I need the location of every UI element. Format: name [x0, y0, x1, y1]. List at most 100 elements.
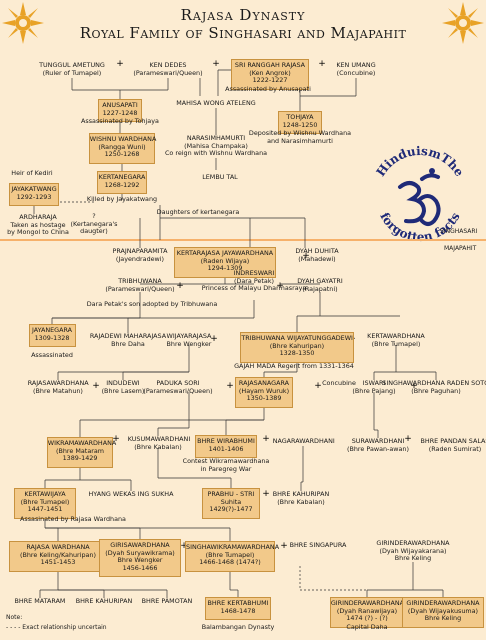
person-iswari: ISWARI(Bhre Pajang): [346, 379, 403, 395]
person-kertawardhana: KERTAWARDHANA(Bhre Tumapel): [366, 332, 427, 348]
person-line: BHRE WIRABHUMI: [197, 437, 255, 445]
person-line: (Dyah Wijayakusuma): [407, 606, 479, 615]
person-line: 1248-1250: [282, 120, 318, 129]
person-line: Balambangan Dynasty: [201, 623, 275, 631]
person-concubine: Concubine: [318, 379, 359, 388]
person-line: Assassinated: [31, 351, 73, 359]
person-line: TUNGGUL AMETUNG: [39, 61, 105, 69]
marriage-plus-icon: +: [210, 334, 218, 344]
person-line: 1294-1309: [207, 264, 243, 273]
marriage-plus-icon: +: [276, 281, 284, 291]
person-capital: Capital Daha: [341, 623, 394, 632]
person-line: 1474 (?) - (?): [346, 614, 388, 623]
person-line: RAJADEWI MAHARAJASA: [89, 332, 167, 340]
person-line: 1401-1406: [208, 444, 244, 453]
person-line: Dara Petak's son adopted by Tribhuwana: [86, 300, 218, 308]
person-line: NAGARAWARDHANI: [272, 437, 335, 445]
person-line: 1309-1328: [34, 333, 70, 342]
person-line: Assassinated by Anusapati: [225, 85, 311, 93]
person-singhawikrama: SINGHAWIKRAMAWARDHANA(Bhre Tumapel)1466-…: [186, 543, 280, 567]
person-line: (Kertanegara's: [70, 219, 118, 228]
region-separator: [0, 239, 486, 241]
person-angrok: SRI RANGGAH RAJASA(Ken Angrok)1222-1227: [232, 61, 308, 85]
person-line: PRABHU - STRI: [207, 490, 255, 498]
person-paduka: PADUKA SORI(Parameswari/Queen): [138, 379, 218, 395]
person-line: Bhre Keling: [424, 614, 462, 623]
person-tribhuwana: TRIBHUWANA WIJAYATUNGGADEWI(Bhre Kahurip…: [241, 334, 353, 358]
person-heir: Heir of Kediri: [2, 169, 63, 178]
person-box-girindera1: [329, 597, 405, 628]
person-surawardhani: SURAWARDHANI(Bhre Pawan-awan): [342, 437, 414, 453]
person-line: 1268-1292: [104, 180, 140, 189]
person-line: (Bhre Paguhan): [411, 386, 461, 395]
person-line: Contest Wikramawardhana: [182, 457, 270, 465]
person-indudewi: INDUDEWI(Bhre Lasem): [97, 379, 150, 395]
person-line: Co reign with Wishnu Wardhana: [164, 149, 268, 158]
person-line: Suhita: [220, 497, 242, 506]
person-line: Heir of Kediri: [11, 169, 53, 177]
sun-emblem-right-icon: [442, 2, 484, 44]
person-kertawijaya_note: Assasinated by Rajasa Wardhana: [12, 515, 135, 524]
person-girindera1: GIRINDERAWARDHANA(Dyah Ranawijaya)1474 (…: [331, 599, 404, 623]
person-box-wikramawardhana: [46, 437, 114, 468]
person-line: GIRINDERAWARDHANA: [406, 599, 480, 607]
person-box-wirabhumi: [194, 435, 258, 459]
person-line: Daughters of kertanegara: [156, 208, 240, 216]
marriage-plus-icon: +: [212, 59, 220, 69]
person-box-jayakatwang: [8, 183, 60, 207]
person-line: Bhre Wengker: [166, 339, 212, 348]
person-line: (Rajapatni): [302, 284, 338, 293]
person-line: RAJASA WARDHANA: [26, 543, 90, 551]
person-line: ARDHARAJA: [19, 213, 57, 221]
chart-subtitle: Royal Family of Singhasari and Majapahit: [79, 24, 407, 42]
person-line: SRI RANGGAH RAJASA: [234, 61, 306, 69]
person-line: (Bhre Tumapel): [371, 339, 421, 348]
person-line: (Bhre Lasem): [101, 386, 145, 395]
person-line: WISHNU WARDHANA: [89, 135, 157, 143]
person-line: 1466-1468 (1474?): [199, 558, 261, 567]
person-line: (Dara Petak): [233, 276, 275, 285]
region-label-singhasari: SINGHASARI: [440, 228, 478, 235]
person-wijaya: KERTARAJASA JAYAWARDHANA(Raden Wijaya)12…: [175, 249, 275, 273]
marriage-plus-icon: +: [180, 541, 188, 551]
person-line: Bhre Daha: [111, 339, 145, 348]
person-box-rajasawardhana2: [9, 541, 107, 572]
person-line: BHRE KAHURIPAN: [75, 597, 133, 605]
person-wishnu: WISHNU WARDHANA(Rangga Wuni)1250-1268: [89, 135, 157, 159]
person-kusumawardhani: KUSUMAWARDHANI(Bhre Kabalan): [128, 435, 191, 451]
person-box-tribhuwana: [240, 332, 354, 363]
person-line: 1227-1248: [102, 108, 138, 117]
person-duhita: DYAH DUHITA(Mahadewi): [293, 247, 342, 263]
person-line: KERTANEGARA: [98, 173, 146, 181]
person-line: (Bhre Tumapel): [205, 550, 255, 559]
marriage-plus-icon: +: [302, 251, 310, 261]
person-line: ANUSAPATI: [102, 101, 138, 109]
person-line: (Dyah Wijayakarana): [379, 546, 447, 555]
person-box-girindera2: [401, 597, 485, 628]
person-line: 1222-1227: [252, 76, 288, 85]
person-line: (Bhre Keling/Kahuripan): [19, 550, 96, 559]
person-kahuripan2: BHRE KAHURIPAN: [74, 597, 135, 606]
person-box-wijaya: [174, 247, 276, 278]
person-line: RAJASANAGARA: [238, 379, 290, 387]
person-line: BHRE MATARAM: [14, 597, 66, 605]
person-line: JAYAKATWANG: [11, 185, 57, 193]
person-line: RAJASAWARDHANA: [27, 379, 89, 387]
person-line: 1292-1293: [16, 192, 52, 201]
person-narasimha: NARASIMHAMURTI(Mahisa Champaka)Co reign …: [155, 134, 278, 158]
person-rajasawardhana2: RAJASA WARDHANA(Bhre Keling/Kahuripan)14…: [10, 543, 106, 567]
person-kertawijaya: KERTAWIJAYA(Bhre Tumapel)1447-1451: [15, 490, 76, 514]
person-line: SINGHAWIKRAMAWARDHANA: [186, 543, 280, 551]
person-line: Assassinated by Tohjaya: [81, 117, 159, 125]
person-pamotan: BHRE PAMOTAN: [141, 597, 194, 606]
chart-title: Rajasa Dynasty: [180, 6, 306, 24]
person-line: ISWARI: [362, 379, 386, 387]
marriage-plus-icon: +: [280, 541, 288, 551]
person-box-jayanegara: [28, 324, 76, 348]
